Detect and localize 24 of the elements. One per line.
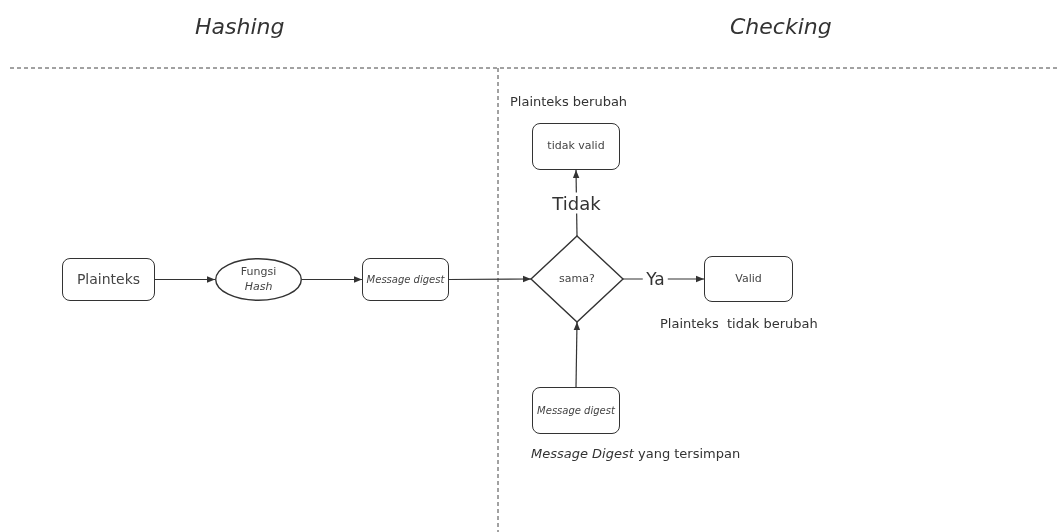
annotation-text: Plainteks tidak berubah bbox=[660, 316, 818, 331]
process-box bbox=[532, 123, 620, 170]
node-text: Plainteks bbox=[76, 270, 141, 289]
decision-diamond bbox=[531, 236, 623, 322]
arrow bbox=[573, 321, 581, 388]
annotation-text: Message Digest yang tersimpan bbox=[531, 446, 741, 461]
process-box bbox=[62, 258, 155, 301]
node-text: Message digest bbox=[537, 403, 615, 418]
node-text: Valid bbox=[735, 271, 762, 287]
section-heading: Hashing bbox=[195, 14, 285, 39]
arrow bbox=[154, 276, 216, 283]
process-box bbox=[532, 387, 620, 434]
edge-label: Tidak bbox=[549, 192, 604, 214]
section-heading: Checking bbox=[730, 14, 832, 39]
node-text: Message digest bbox=[366, 272, 445, 287]
arrow bbox=[301, 276, 363, 283]
process-box bbox=[704, 256, 793, 302]
arrow bbox=[448, 275, 532, 283]
annotation-text: Plainteks berubah bbox=[510, 94, 628, 109]
node-text: tidak valid bbox=[547, 139, 605, 154]
node-text: sama? bbox=[559, 271, 595, 287]
process-ellipse bbox=[215, 258, 302, 301]
node-text: Fungsi Hash bbox=[239, 264, 278, 295]
process-box bbox=[362, 258, 449, 301]
